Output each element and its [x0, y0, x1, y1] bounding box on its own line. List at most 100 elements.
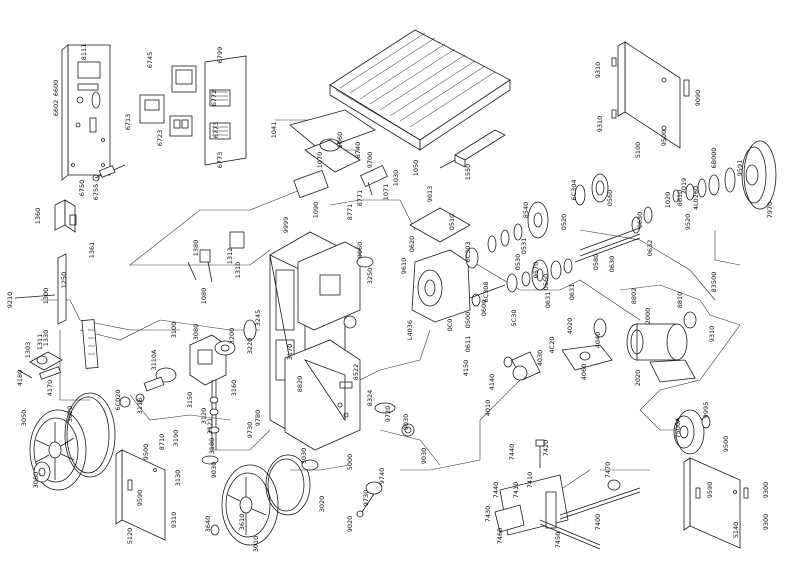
part-label: 9013 — [426, 186, 434, 203]
switch-cable — [92, 164, 126, 182]
part-label: 9700 — [366, 152, 374, 169]
part-label: 8740 — [354, 142, 362, 159]
part-label: 9730 — [246, 422, 254, 439]
part-label: 8324 — [366, 390, 374, 407]
work-table — [329, 29, 511, 151]
part-label: 3245 — [254, 310, 262, 327]
part-label: 0531 — [520, 238, 528, 255]
part-label: 3200 — [228, 328, 236, 345]
part-label: 0570 — [532, 262, 540, 279]
part-label: 8710 — [158, 434, 166, 451]
part-label: 7460 — [496, 528, 504, 545]
part-label: 3170 — [286, 344, 294, 361]
part-label: 1550 — [464, 164, 472, 181]
part-label: 6723 — [156, 130, 164, 147]
part-label: 9500 — [660, 130, 668, 147]
part-label: 1080 — [200, 288, 208, 305]
part-label: 3180 — [208, 438, 216, 455]
part-label: 3190 — [172, 430, 180, 447]
part-label: 9590 — [136, 490, 144, 507]
motor-assembly — [503, 311, 697, 383]
part-label: 1250 — [60, 272, 68, 289]
part-label: L4036 — [406, 320, 414, 340]
part-label: 0631 — [568, 284, 576, 301]
part-label: 4020 — [566, 318, 574, 335]
lower-right-door — [683, 457, 749, 549]
part-label: 6B000 — [710, 147, 718, 168]
part-label: 9720 — [384, 406, 392, 423]
part-label: 9590 — [706, 482, 714, 499]
part-label: 1041 — [270, 122, 278, 139]
part-label: 3250 — [366, 268, 374, 285]
part-label: 7450 — [554, 532, 562, 549]
part-label: 3060 — [32, 472, 40, 489]
gearbox-housing — [409, 207, 531, 323]
part-label: 1050 — [412, 160, 420, 177]
part-label: 6750 — [78, 180, 86, 197]
part-label: 5100 — [634, 142, 642, 159]
part-label: 7400 — [594, 514, 602, 531]
part-label: 6600 — [52, 80, 60, 97]
part-label: 3100 — [170, 322, 178, 339]
part-label: 8522 — [352, 364, 360, 381]
part-label: 7470 — [604, 462, 612, 479]
part-label: 8771 — [356, 190, 364, 207]
part-label: 6713 — [124, 114, 132, 131]
part-label: 1311 — [36, 334, 44, 351]
part-label: 8540 — [522, 202, 530, 219]
upper-pulley-shaft — [487, 140, 777, 257]
part-label: 3130 — [174, 470, 182, 487]
part-label: 0530 — [514, 254, 522, 271]
part-label: 0632 — [646, 240, 654, 257]
part-label: 3640 — [204, 516, 212, 533]
part-label: 9310 — [170, 512, 178, 529]
assembly-leader-lines — [40, 119, 741, 496]
part-label: 1303 — [24, 342, 32, 359]
part-label: 9610 — [400, 258, 408, 275]
part-label: 7410 — [512, 482, 520, 499]
part-label: 5140 — [732, 522, 740, 539]
part-label: 0520 — [560, 214, 568, 231]
part-label: 9520 — [684, 214, 692, 231]
part-label: 4010 — [484, 400, 492, 417]
top-right-door — [611, 41, 690, 149]
part-label: 4040 — [594, 332, 602, 349]
part-label: 9500 — [142, 444, 150, 461]
part-label: 1030 — [392, 170, 400, 187]
part-label: 9300 — [762, 482, 770, 499]
part-label: 7440 — [492, 482, 500, 499]
part-label: 9030 — [420, 448, 428, 465]
lower-center-wheel — [210, 454, 319, 546]
part-label: 6799 — [216, 47, 224, 64]
part-label: 1090 — [312, 202, 320, 219]
part-label: 0600 — [480, 300, 488, 317]
part-label: 7420 — [542, 440, 550, 457]
part-label: 0500 — [464, 312, 472, 329]
part-label: 9210 — [6, 292, 14, 309]
part-label: 7410 — [526, 472, 534, 489]
part-label: 6C308 — [482, 281, 490, 302]
part-label: 3150 — [186, 392, 194, 409]
part-label: 4180 — [16, 370, 24, 387]
part-label: 4140 — [488, 374, 496, 391]
part-label: 1060 — [336, 132, 344, 149]
part-label: 3050 — [20, 410, 28, 427]
part-label: 9780 — [254, 410, 262, 427]
part-label: 9999 — [282, 217, 290, 234]
part-label: 6773 — [212, 122, 220, 139]
table-trunnion — [289, 109, 388, 199]
part-label: 6772 — [210, 90, 218, 107]
part-label: 83500 — [710, 272, 718, 293]
lower-shaft-gears — [531, 237, 641, 291]
part-label: 1070 — [316, 152, 324, 169]
part-label: 7970 — [766, 202, 774, 219]
electrical-components — [139, 55, 247, 166]
part-label: 9060 — [356, 242, 364, 259]
part-label: 7440 — [508, 444, 516, 461]
part-label: 3020 — [318, 496, 326, 513]
part-label: 8111 — [80, 44, 88, 61]
part-label: 1380 — [192, 240, 200, 257]
part-label: 0611 — [464, 336, 472, 353]
